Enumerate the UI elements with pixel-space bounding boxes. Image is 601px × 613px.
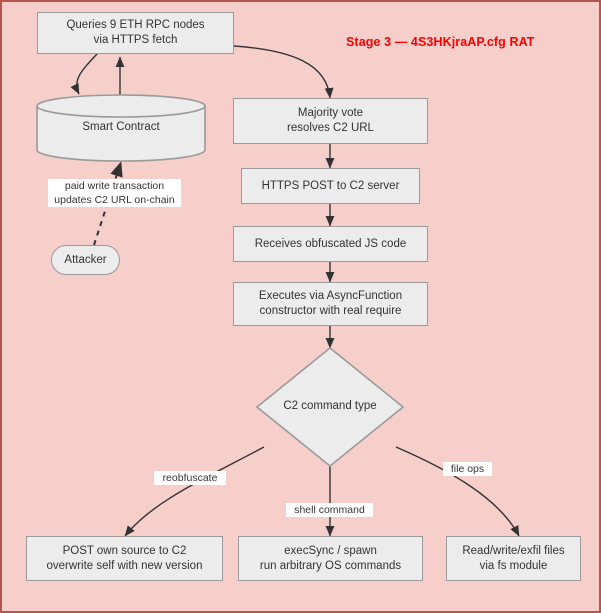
- node-smart-contract-label: Smart Contract: [82, 121, 160, 133]
- edge-label-file-ops: file ops: [443, 462, 492, 476]
- node-https-post[interactable]: HTTPS POST to C2 server: [241, 168, 420, 204]
- edge-queries-to-majority: [233, 45, 334, 99]
- node-c2-command-type[interactable]: C2 command type: [255, 346, 405, 468]
- diamond-shape: [255, 346, 405, 468]
- edge-label-reobfuscate: reobfuscate: [154, 471, 226, 485]
- node-receives-js[interactable]: Receives obfuscated JS code: [233, 226, 428, 262]
- node-read-write-exfil[interactable]: Read/write/exfil files via fs module: [446, 536, 581, 581]
- node-c2-command-type-label: C2 command type: [283, 400, 377, 412]
- node-attacker[interactable]: Attacker: [51, 245, 120, 275]
- node-exec-sync[interactable]: execSync / spawn run arbitrary OS comman…: [238, 536, 423, 581]
- node-executes-async[interactable]: Executes via AsyncFunction constructor w…: [233, 282, 428, 326]
- node-queries-rpc[interactable]: Queries 9 ETH RPC nodes via HTTPS fetch: [37, 12, 234, 54]
- edge-queries-to-contract: [70, 53, 98, 95]
- edge-label-paid-write: paid write transaction updates C2 URL on…: [48, 179, 181, 207]
- node-majority-vote[interactable]: Majority vote resolves C2 URL: [233, 98, 428, 144]
- edge-label-shell-command: shell command: [286, 503, 373, 517]
- page-title: Stage 3 — 4S3HKjraAP.cfg RAT: [346, 35, 535, 49]
- cylinder-shape: [36, 94, 206, 162]
- edge-decision-reobfuscate: [124, 446, 265, 537]
- node-smart-contract[interactable]: Smart Contract: [36, 94, 206, 162]
- node-post-own-source[interactable]: POST own source to C2 overwrite self wit…: [26, 536, 223, 581]
- edge-decision-fileops: [395, 446, 520, 537]
